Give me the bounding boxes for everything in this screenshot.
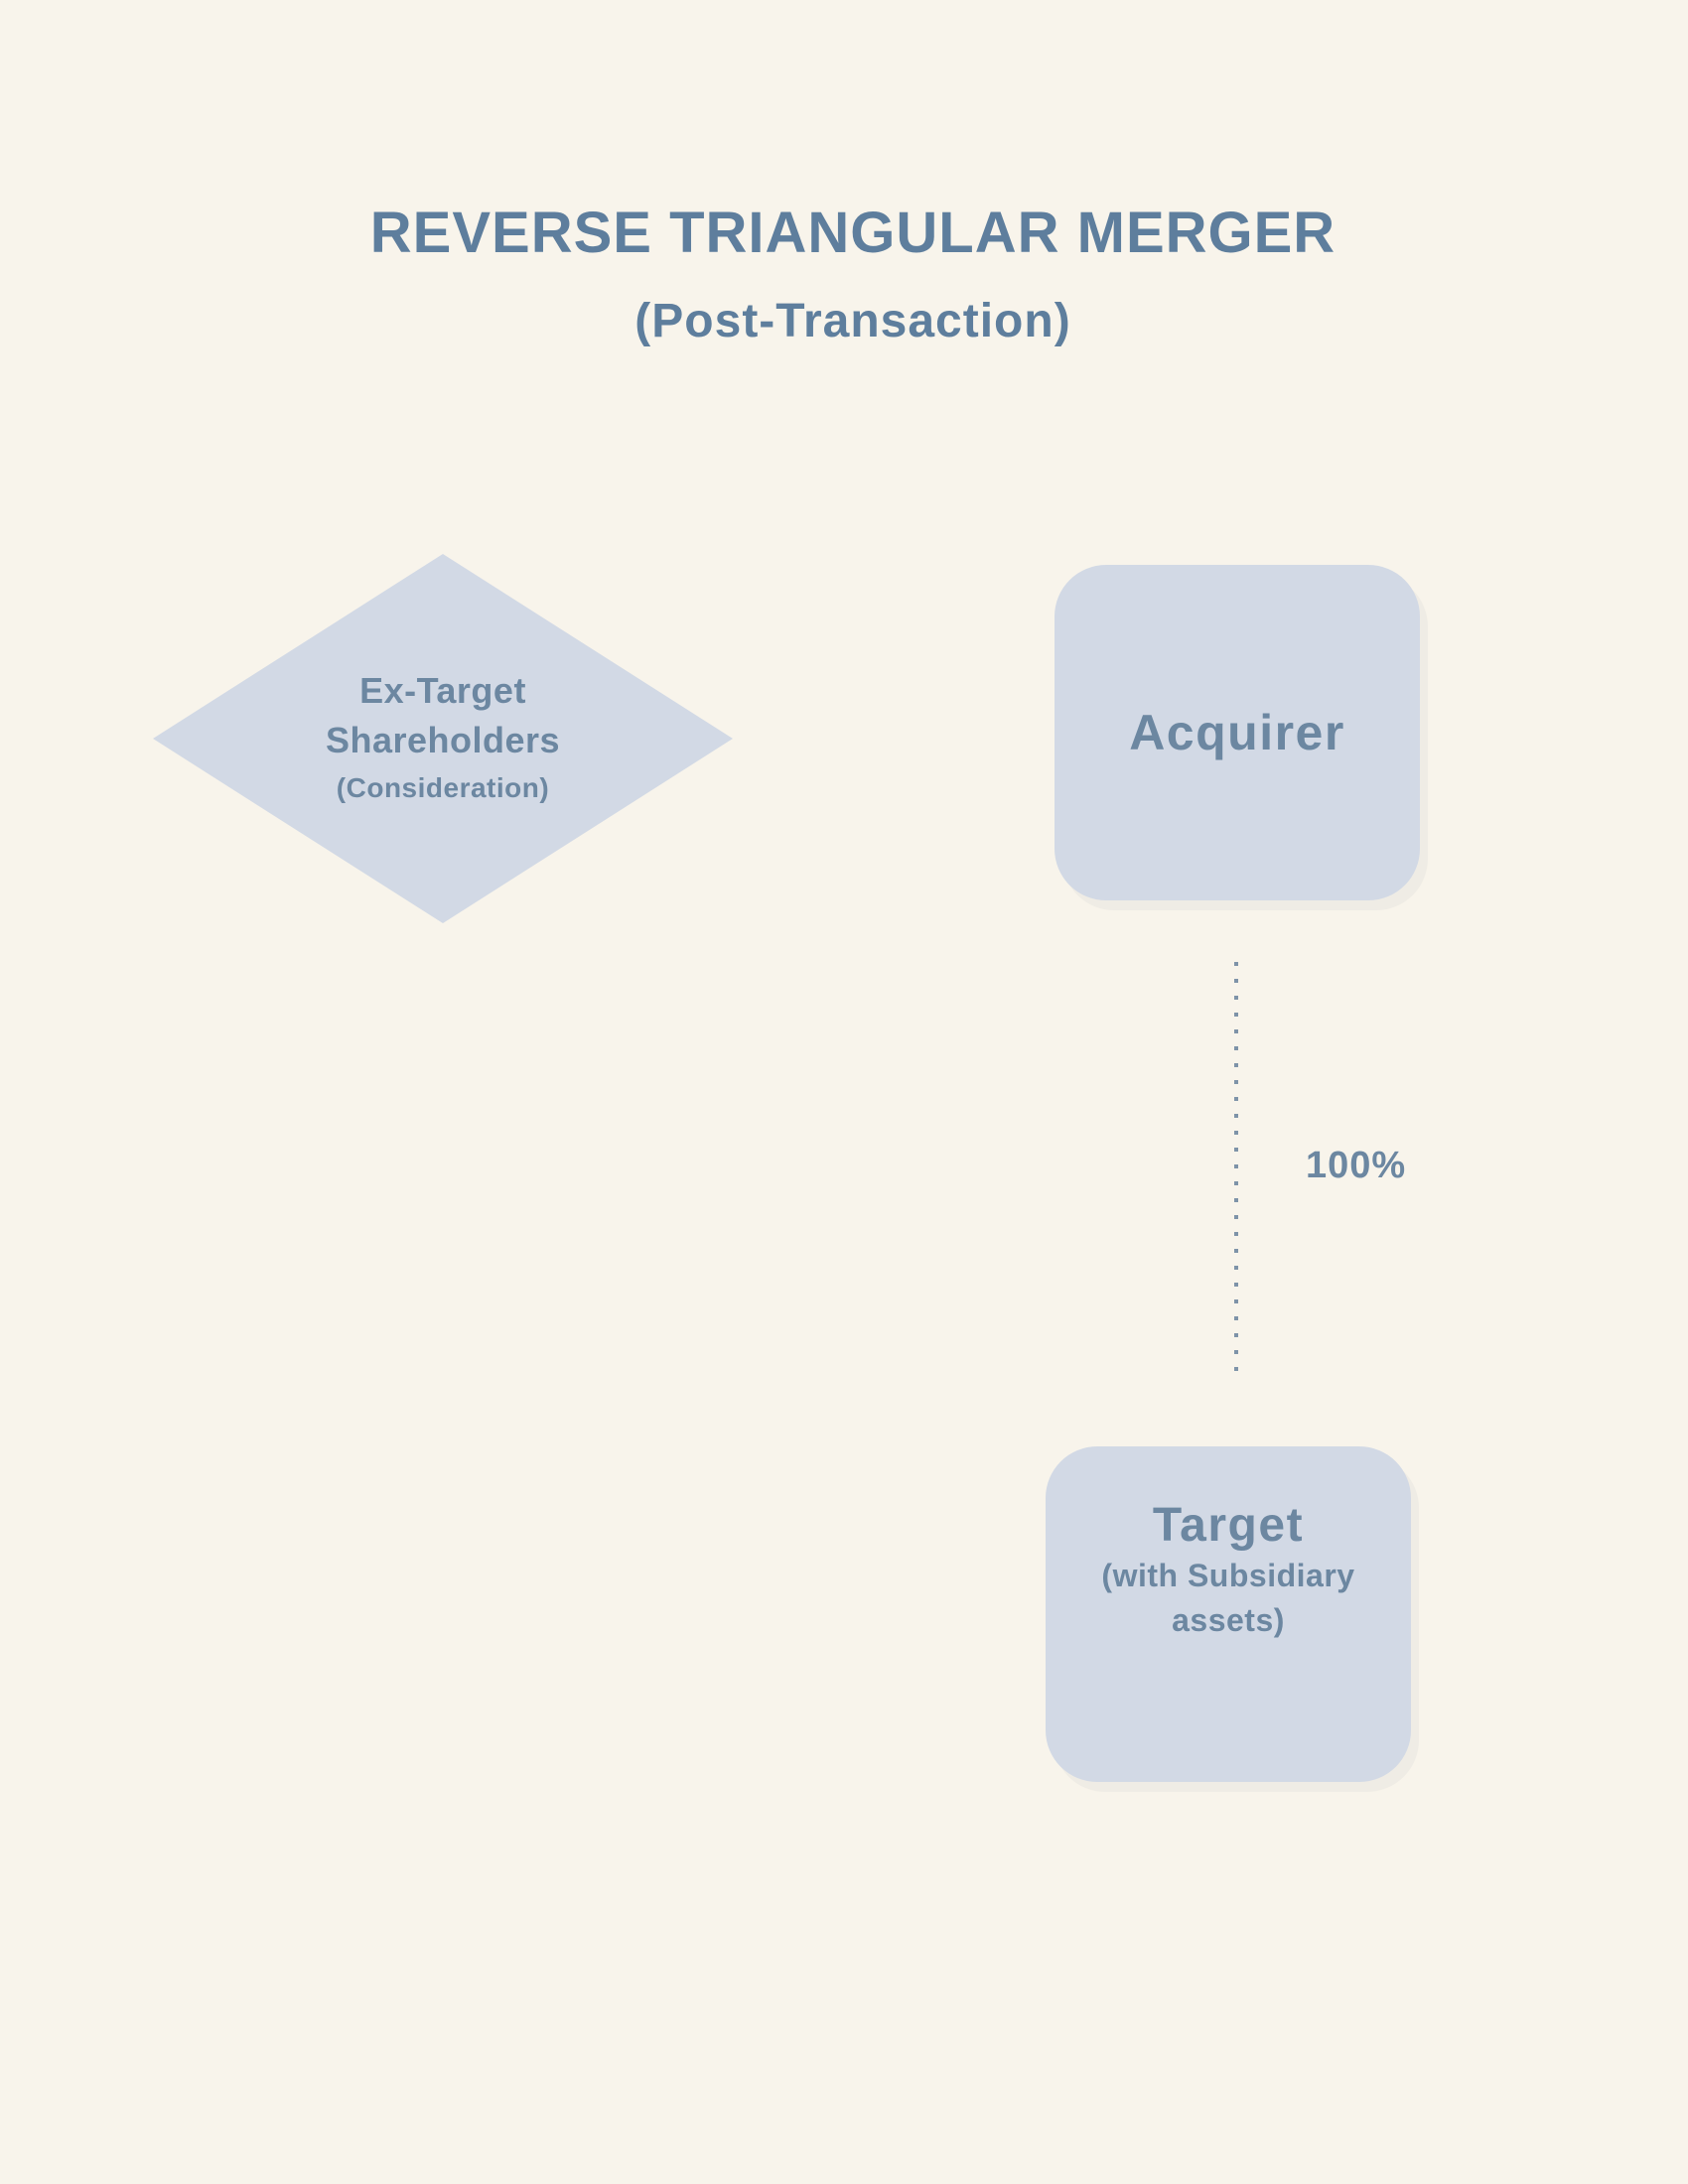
ownership-percentage-label: 100% [1306, 1145, 1407, 1186]
shareholders-label-line3: (Consideration) [336, 772, 550, 803]
target-label-title: Target [1152, 1499, 1305, 1552]
node-target: Target (with Subsidiary assets) [1046, 1446, 1411, 1782]
shareholders-label-line2: Shareholders [325, 720, 561, 760]
shareholders-label-line1: Ex-Target [359, 670, 526, 711]
node-acquirer: Acquirer [1055, 565, 1420, 900]
page-title: REVERSE TRIANGULAR MERGER [369, 201, 1336, 265]
title-block: REVERSE TRIANGULAR MERGER (Post-Transact… [9, 205, 1688, 345]
target-label-subtitle-line1: (with Subsidiary [1101, 1558, 1355, 1593]
acquirer-target-dotted-connector [1234, 962, 1238, 1383]
target-label-subtitle-line2: assets) [1172, 1602, 1285, 1638]
node-ex-target-shareholders-label: Ex-Target Shareholders (Consideration) [326, 666, 560, 811]
page-subtitle: (Post-Transaction) [634, 295, 1071, 347]
acquirer-label: Acquirer [1129, 705, 1345, 760]
node-ex-target-shareholders: Ex-Target Shareholders (Consideration) [153, 554, 733, 923]
